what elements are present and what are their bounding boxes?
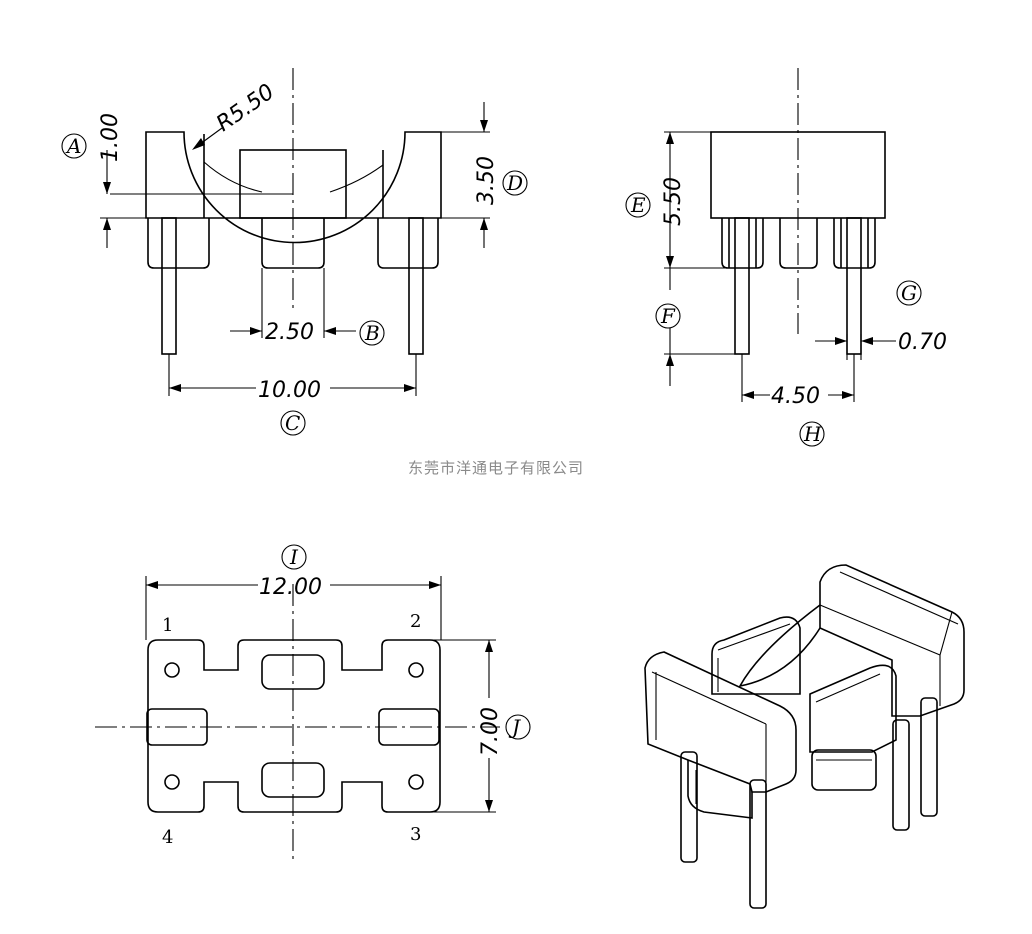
dim-1-00: 1.00	[98, 113, 123, 162]
dim-3-50: 3.50	[474, 156, 499, 205]
callout-d-circle	[502, 170, 528, 196]
dim-4-50: 4.50	[771, 384, 820, 409]
bottom-view: 12.00 I 7.00 J 1 2 3 4	[95, 544, 531, 860]
callout-h-circle	[799, 421, 825, 447]
callout-e-circle	[625, 192, 651, 218]
dim-0-70: 0.70	[898, 330, 947, 355]
dim-12-00: 12.00	[259, 575, 322, 600]
pin-number-4: 4	[162, 827, 173, 848]
isometric-view	[644, 564, 965, 909]
pin-number-2: 2	[410, 611, 421, 632]
callout-f: F	[660, 304, 676, 328]
callout-c: C	[285, 411, 300, 435]
callout-c-circle	[280, 410, 306, 436]
callout-g-circle	[896, 280, 922, 306]
callout-g: G	[901, 281, 917, 305]
dim-10-00: 10.00	[258, 378, 321, 403]
callout-j-circle	[505, 714, 531, 740]
front-view: R5.50 1.00 A 3.50 D 2.50 B	[61, 68, 528, 436]
pin-number-1: 1	[162, 615, 173, 636]
callout-i-circle	[281, 544, 307, 570]
callout-h: H	[803, 422, 822, 446]
pin-number-3: 3	[410, 824, 421, 845]
dim-7-00: 7.00	[478, 707, 503, 756]
side-view: 5.50 E F 0.70 G 4.50 H	[625, 68, 947, 447]
callout-a-circle	[61, 133, 87, 159]
callout-e: E	[630, 193, 646, 217]
callout-j: J	[508, 715, 521, 739]
callout-i: I	[289, 545, 299, 569]
dim-5-50: 5.50	[661, 177, 686, 226]
radius-label: R5.50	[212, 80, 279, 137]
callout-b: B	[364, 321, 380, 345]
callout-d: D	[506, 171, 523, 195]
dim-2-50: 2.50	[265, 320, 314, 345]
callout-a: A	[65, 134, 81, 158]
callout-f-circle	[655, 303, 681, 329]
company-watermark: 东莞市洋通电子有限公司	[408, 459, 584, 477]
callout-b-circle	[359, 320, 385, 346]
